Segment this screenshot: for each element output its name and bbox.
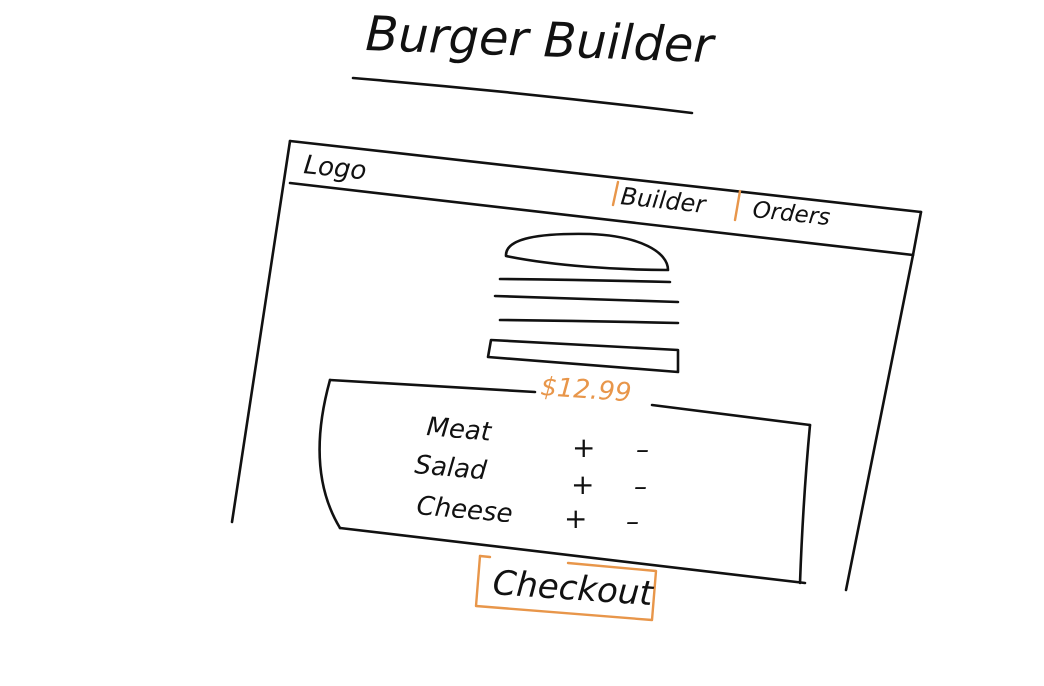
header-bottom-edge [288,181,915,257]
ingredient-layer-3 [498,318,680,325]
checkout-button-border [474,554,658,622]
burger-price: $12.99 [540,372,633,408]
ingredient-layer-2 [493,294,680,304]
title-underline [351,76,694,115]
build-controls [318,378,812,585]
remove-cheese-button[interactable]: – [626,507,639,537]
control-row-cheese: Cheese + – [415,491,639,537]
burger-preview [486,232,680,374]
window-top-edge [288,139,923,214]
nav-builder[interactable]: Builder [611,180,742,222]
add-meat-button[interactable]: + [572,431,595,464]
control-row-meat: Meat + – [425,412,649,465]
controls-bottom-edge [338,526,807,585]
bun-bottom [486,338,680,374]
controls-left-edge [318,378,342,530]
controls-right-edge [798,423,812,585]
add-salad-button[interactable]: + [571,468,594,501]
controls-top-edge-left [328,378,537,394]
remove-meat-button[interactable]: – [636,435,649,465]
checkout-button[interactable]: Checkout [474,554,658,622]
control-label: Meat [425,412,493,448]
app-window [230,139,923,592]
control-row-salad: Salad + – [413,450,647,502]
nav-builder-highlight-left [611,180,620,207]
bun-top [504,232,670,272]
window-left-edge [230,139,292,524]
nav-builder-highlight-right [733,189,742,222]
control-label: Cheese [415,491,513,529]
header-right-edge [911,210,923,257]
checkout-button-border-top [478,554,492,559]
window-right-edge [844,253,915,592]
control-label: Salad [413,450,488,486]
remove-salad-button[interactable]: – [634,472,647,502]
sketch-title: Burger Builder [365,6,718,74]
add-cheese-button[interactable]: + [564,502,587,535]
controls-top-edge-right [650,403,812,427]
ingredient-layer-1 [498,277,672,284]
checkout-button-label: Checkout [491,563,655,614]
nav-orders[interactable]: Orders [751,197,831,231]
logo-label: Logo [302,150,368,186]
